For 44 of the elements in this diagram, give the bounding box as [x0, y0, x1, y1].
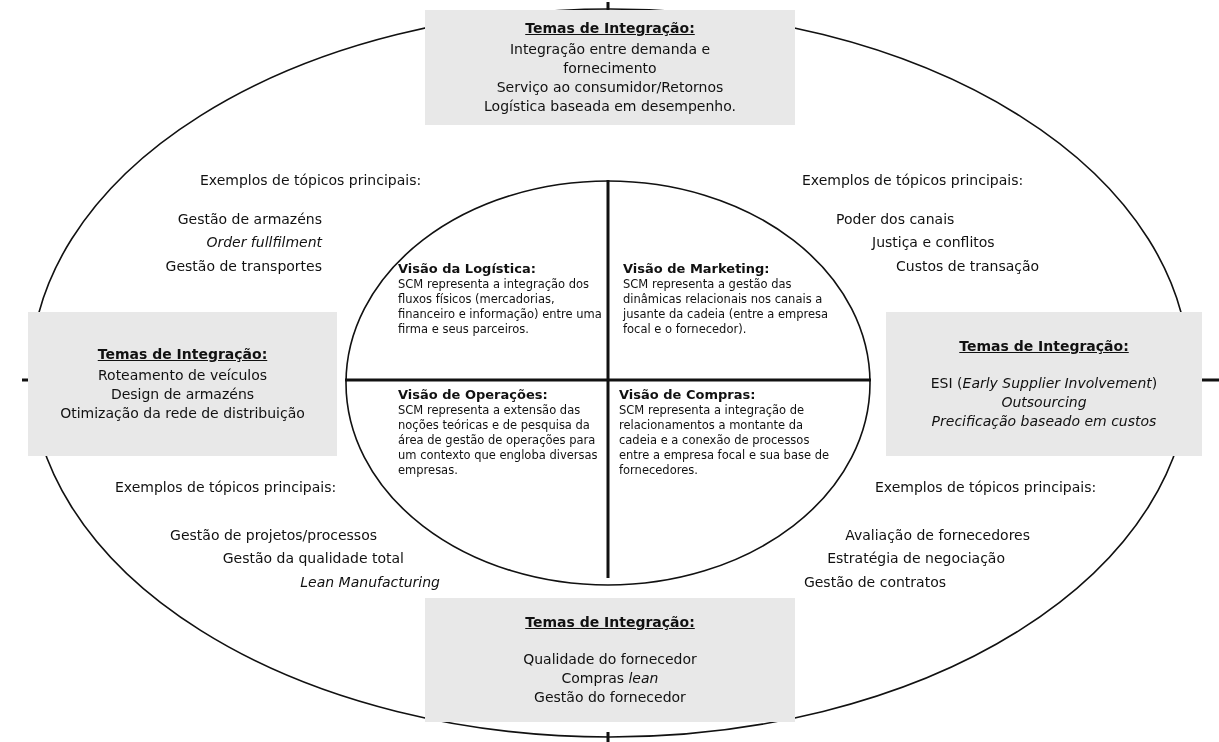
theme-panel	[425, 598, 795, 722]
topic-item: Order fullfilment	[206, 233, 322, 251]
theme-item: Design de armazéns	[110, 385, 255, 404]
quadrant-description: SCM representa a integração de relacionamentos a montante da cadeia e a conexão de processos entre a empresa focal e sua base de fornecedores.	[619, 403, 831, 478]
section-heading: Exemplos de tópicos principais:	[200, 171, 422, 189]
topic-item: Avaliação de fornecedores	[845, 526, 1030, 544]
topic-item: Estratégia de negociação	[827, 549, 1005, 567]
theme-item: Logística baseada em desempenho.	[484, 97, 736, 116]
section-heading: Exemplos de tópicos principais:	[802, 171, 1024, 189]
panel-heading: Temas de Integração:	[959, 337, 1129, 356]
topic-item: Gestão da qualidade total	[222, 549, 404, 567]
theme-item: Precificação baseado em custos	[931, 412, 1157, 431]
quadrant-description: SCM representa a extensão das noções teóricas e de pesquisa da área de gestão de operações para um contexto que engloba diversas empresas.	[398, 403, 599, 478]
theme-item: Qualidade do fornecedor	[523, 650, 697, 669]
theme-item: Roteamento de veículos	[97, 366, 267, 385]
quadrant-heading: Visão da Logística:	[398, 260, 537, 277]
topic-item: Gestão de armazéns	[177, 210, 322, 228]
theme-panel	[425, 10, 795, 125]
quadrant-heading: Visão de Operações:	[398, 386, 549, 403]
panel-heading: Temas de Integração:	[97, 345, 268, 364]
theme-item: Integração entre demanda e fornecimento	[508, 40, 712, 78]
theme-item: Otimização da rede de distribuição	[60, 404, 305, 423]
topic-item: Lean Manufacturing	[300, 573, 440, 591]
topic-item: Justiça e conflitos	[872, 233, 995, 251]
theme-item: Outsourcing	[1001, 393, 1087, 412]
quadrant-heading: Visão de Marketing:	[623, 260, 771, 277]
quadrant-description: SCM representa a integração dos fluxos físicos (mercadorias, financeiro e informação) entre uma firma e seus parceiros.	[398, 277, 603, 337]
theme-panel	[886, 312, 1202, 456]
topic-item: Gestão de transportes	[165, 257, 322, 275]
quadrant-description: SCM representa a gestão das dinâmicas relacionais nos canais a jusante da cadeia (entre a empresa focal e o fornecedor).	[623, 277, 830, 337]
topic-item: Poder dos canais	[836, 210, 955, 228]
section-heading: Exemplos de tópicos principais:	[875, 478, 1097, 496]
theme-item: ESI (Early Supplier Involvement)	[930, 374, 1158, 393]
topic-item: Gestão de contratos	[803, 573, 946, 591]
topic-item: Gestão de projetos/processos	[170, 526, 377, 544]
section-heading: Exemplos de tópicos principais:	[115, 478, 337, 496]
panel-heading: Temas de Integração:	[525, 613, 695, 632]
topic-item: Custos de transação	[896, 257, 1040, 275]
panel-heading: Temas de Integração:	[525, 19, 695, 38]
quadrant-heading: Visão de Compras:	[619, 386, 757, 403]
theme-item: Compras lean	[561, 669, 659, 688]
theme-item: Gestão do fornecedor	[534, 688, 686, 707]
theme-panel	[28, 312, 337, 456]
theme-item: Serviço ao consumidor/Retornos	[496, 78, 724, 97]
